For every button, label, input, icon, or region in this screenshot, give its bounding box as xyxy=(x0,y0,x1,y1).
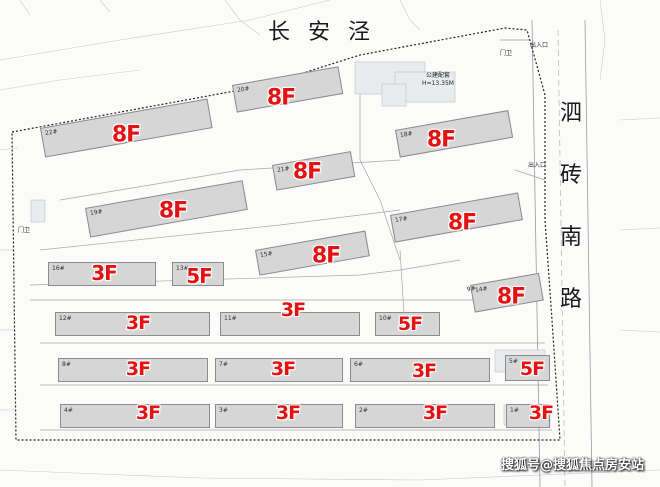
entrance-label: 出入口 xyxy=(530,42,549,49)
building: 3# xyxy=(215,404,343,428)
building: 8# xyxy=(58,358,208,382)
building-number: 13# xyxy=(176,265,189,272)
floor-label: 3F xyxy=(135,402,161,424)
floor-label: 3F xyxy=(275,402,301,424)
floor-label: 8F xyxy=(311,243,341,269)
building: 12# xyxy=(55,312,210,336)
building-number: 17# xyxy=(394,215,409,225)
entrance-label: 出入口 xyxy=(528,162,547,169)
building-number: 19# xyxy=(89,208,104,218)
building: 7# xyxy=(215,358,343,382)
building-number: 12# xyxy=(59,315,72,322)
facility-name: 公建配套 xyxy=(425,72,450,79)
floor-label: 5F xyxy=(397,313,423,335)
building-number: 1# xyxy=(510,407,519,414)
building-number: 11# xyxy=(224,315,237,322)
building-number: 9# xyxy=(466,284,477,294)
building-number: 4# xyxy=(64,407,73,414)
building-number: 15# xyxy=(259,250,274,260)
building: 2# xyxy=(355,404,495,428)
road-label-east: 泗 砖 南 路 xyxy=(560,95,582,343)
watermark: 搜狐号@搜狐焦点房安站 xyxy=(500,458,644,473)
building: 5# xyxy=(505,355,550,381)
floor-label: 8F xyxy=(292,159,322,185)
building-number: 10# xyxy=(379,315,392,322)
road-label-east-char: 泗 xyxy=(559,101,583,126)
building-number: 5# xyxy=(509,358,518,365)
floor-label: 8F xyxy=(158,198,188,224)
floor-label: 3F xyxy=(91,261,118,285)
road-label-east-char: 砖 xyxy=(559,163,583,188)
building: 1# xyxy=(506,404,550,428)
building-number: 16# xyxy=(52,265,65,272)
floor-label: 8F xyxy=(447,210,477,236)
building-number: 8# xyxy=(62,361,71,368)
floor-label: 3F xyxy=(528,402,554,424)
floor-label: 3F xyxy=(411,360,437,382)
building: 6# xyxy=(350,358,490,382)
building-number: 3# xyxy=(219,407,228,414)
floor-label: 8F xyxy=(426,127,456,153)
floor-label: 5F xyxy=(519,358,545,380)
floor-label: 3F xyxy=(270,358,296,380)
gate-label: 门卫 xyxy=(18,227,31,234)
floor-label: 3F xyxy=(422,402,448,424)
gate-label: 门卫 xyxy=(500,50,513,57)
building: 16# xyxy=(48,262,156,286)
building: 11# xyxy=(220,312,360,336)
road-label-north: 长安泾 xyxy=(267,20,389,45)
floor-label: 8F xyxy=(496,284,526,310)
road-label-east-char: 路 xyxy=(559,287,583,312)
building: 10# xyxy=(375,312,440,336)
facility-height: H=13.35M xyxy=(422,80,454,87)
road-label-east-char: 南 xyxy=(559,225,583,250)
building-number: 2# xyxy=(359,407,368,414)
floor-label: 8F xyxy=(111,122,141,148)
building-number: 18# xyxy=(399,130,414,140)
building-number: 6# xyxy=(354,361,363,368)
building-number: 21# xyxy=(276,165,291,175)
building-number: 22# xyxy=(44,128,59,138)
floor-label: 3F xyxy=(125,358,151,380)
floor-label: 8F xyxy=(266,85,296,111)
floor-label: 5F xyxy=(186,264,213,288)
building: 4# xyxy=(60,404,210,428)
building: 13# xyxy=(172,262,224,286)
building-number: 20# xyxy=(236,85,251,95)
building-number: 7# xyxy=(219,361,228,368)
floor-label: 3F xyxy=(125,312,151,334)
facility-label: 公建配套 H=13.35M xyxy=(408,72,468,88)
floor-label: 3F xyxy=(280,299,306,321)
